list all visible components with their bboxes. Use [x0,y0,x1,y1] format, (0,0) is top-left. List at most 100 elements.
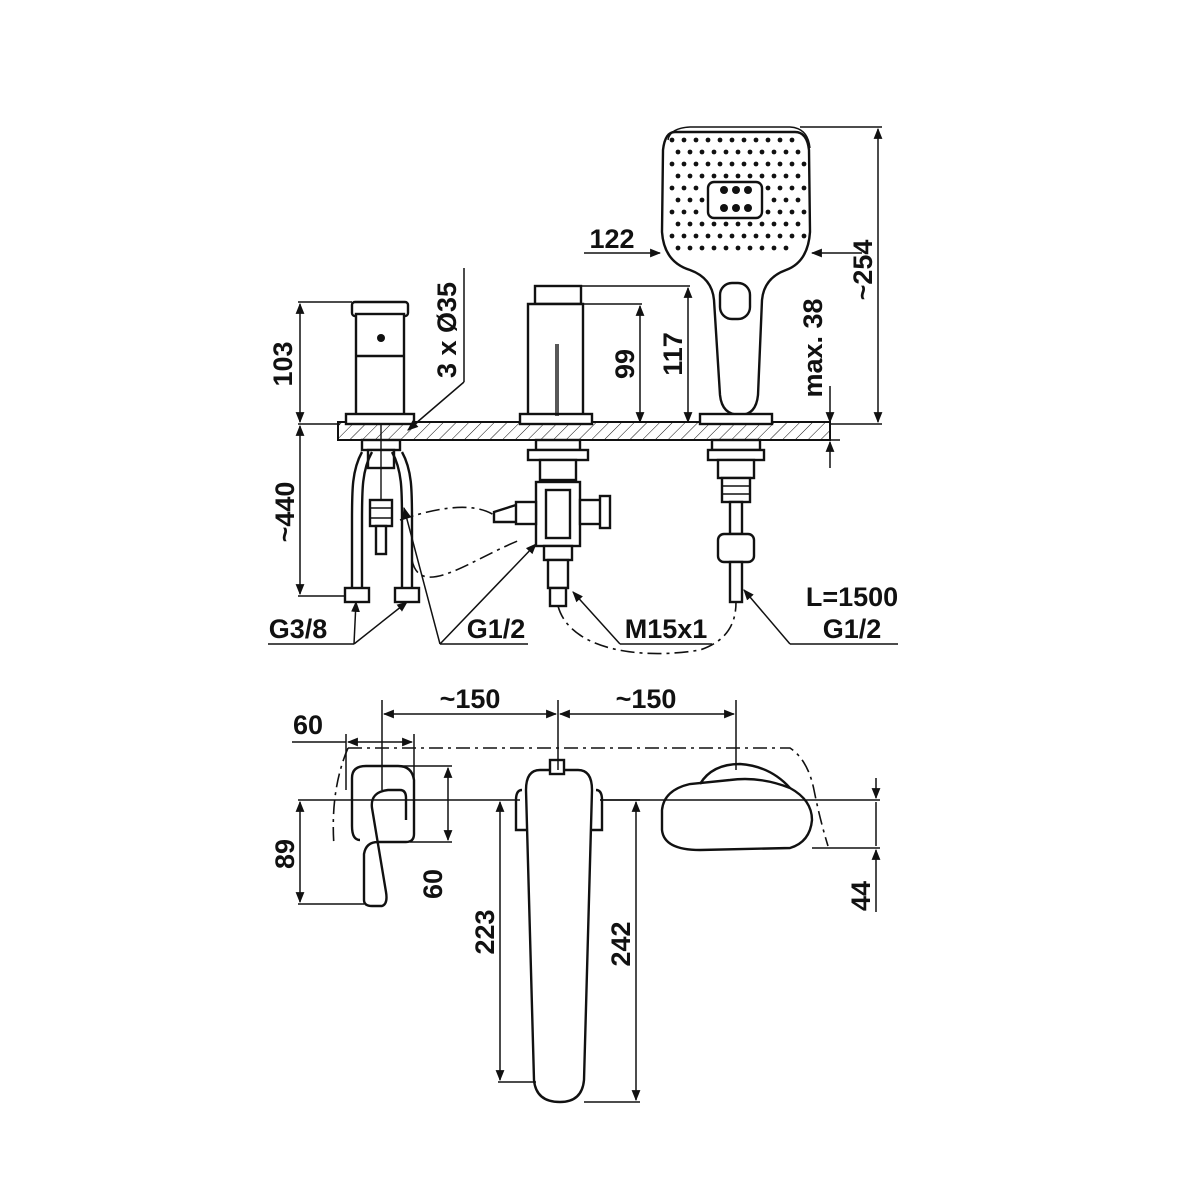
label-g12-left: G1/2 [467,614,526,644]
nozzle-dot [729,137,735,143]
nozzle-dot [681,209,687,215]
dim-242: 242 [606,921,636,966]
nozzle-dot [735,149,741,155]
nozzle-dot [723,221,729,227]
nozzle-dot [747,221,753,227]
label-hose-length: L=1500 [806,582,898,612]
nozzle-dot [687,197,693,203]
dim-103: 103 [268,341,298,386]
nozzle-dot [717,137,723,143]
nozzle-dot [669,161,675,167]
nozzle-dot [717,233,723,239]
label-g38: G3/8 [269,614,328,644]
nozzle-dot [741,137,747,143]
dim-150-left: ~150 [440,684,501,714]
nozzle-dot [693,209,699,215]
nozzle-dot [675,197,681,203]
nozzle-dot [693,137,699,143]
nozzle-dot [744,186,752,194]
dim-440: ~440 [270,482,300,543]
nozzle-dot [765,233,771,239]
nozzle-dot [783,173,789,179]
nozzle-dot [795,173,801,179]
nozzle-dot [699,221,705,227]
nozzle-dot [675,149,681,155]
nozzle-dot [783,149,789,155]
handshower-top [660,777,814,852]
label-g12-right: G1/2 [823,614,882,644]
nozzle-dot [789,161,795,167]
dim-89: 89 [270,839,300,869]
nozzle-dot [771,221,777,227]
spout-top [524,768,594,1104]
nozzle-dot [777,185,783,191]
nozzle-dot [801,161,807,167]
nozzle-dot [801,185,807,191]
nozzle-dot [699,149,705,155]
nozzle-dot [747,149,753,155]
nozzle-dot [669,185,675,191]
lever-mixer [343,300,421,604]
nozzle-dot [705,161,711,167]
nozzle-dot [675,173,681,179]
nozzle-dot [705,233,711,239]
lever-top [350,764,416,908]
nozzle-dot [681,233,687,239]
nozzle-dot [777,233,783,239]
nozzle-dot [687,245,693,251]
top-dimensions [292,700,881,1103]
deck-outline-left [332,747,349,847]
nozzle-dot [789,137,795,143]
nozzle-dot [705,137,711,143]
nozzle-dot [693,161,699,167]
spout [492,284,612,608]
nozzle-dot [699,173,705,179]
nozzle-dot [675,221,681,227]
nozzle-dot [795,197,801,203]
dim-117: 117 [658,332,688,376]
nozzle-dot [720,186,728,194]
nozzle-dot [777,137,783,143]
top-view: ~150 ~150 60 89 60 223 242 44 [270,684,881,1104]
nozzle-dot [711,173,717,179]
nozzle-dot [669,209,675,215]
nozzle-dot [777,209,783,215]
dim-99: 99 [610,349,640,379]
dim-122: 122 [589,224,634,254]
dim-3x35: 3 x Ø35 [432,282,462,378]
nozzle-dot [732,204,740,212]
nozzle-dot [723,245,729,251]
nozzle-dot [693,233,699,239]
nozzle-dot [711,149,717,155]
nozzle-dot [711,245,717,251]
nozzle-dot [741,161,747,167]
nozzle-dot [747,245,753,251]
nozzle-dot [753,137,759,143]
nozzle-dot [681,161,687,167]
dim-60-width: 60 [293,710,323,740]
nozzle-dot [759,173,765,179]
nozzle-dot [753,233,759,239]
nozzle-dot [687,149,693,155]
dim-223: 223 [470,909,500,954]
nozzle-dot [789,209,795,215]
nozzle-dot [699,245,705,251]
nozzle-dot [795,221,801,227]
nozzle-dot [771,245,777,251]
nozzle-dot [759,245,765,251]
nozzle-dot [735,221,741,227]
front-view: 122 ~254 max. 38 103 3 x Ø35 99 117 ~440… [268,126,898,655]
nozzle-dot [777,161,783,167]
nozzle-dot [789,185,795,191]
nozzle-dot [687,173,693,179]
spray-nozzles [669,137,807,251]
nozzle-dot [717,161,723,167]
hand-shower-front [660,126,812,604]
nozzle-dot [789,233,795,239]
nozzle-dot [732,186,740,194]
nozzle-dot [795,149,801,155]
nozzle-dot [729,233,735,239]
nozzle-dot [723,149,729,155]
label-m15x1: M15x1 [625,614,708,644]
dim-max-38: max. 38 [798,298,828,397]
